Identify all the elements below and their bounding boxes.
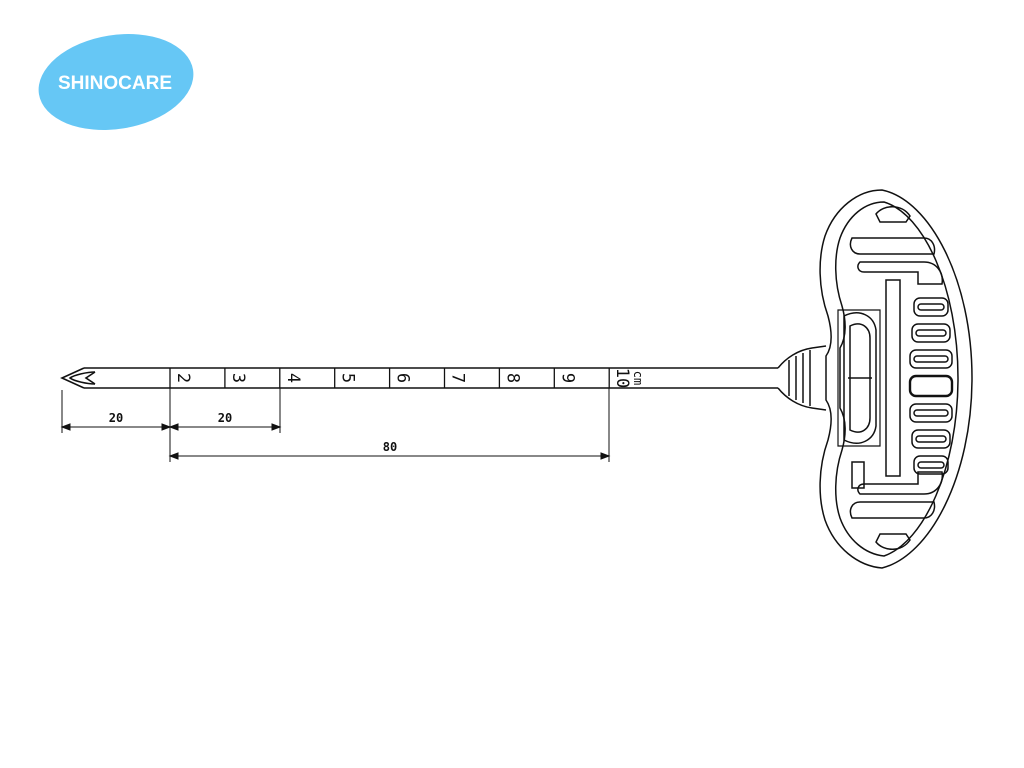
scale-number: 8 bbox=[502, 373, 522, 383]
scale-number: 9 bbox=[557, 373, 577, 383]
dim-label-segment: 20 bbox=[218, 411, 232, 425]
scale-number: 7 bbox=[448, 373, 468, 383]
t-handle bbox=[819, 189, 973, 569]
dim-label-graduated: 80 bbox=[383, 440, 397, 454]
needle-shaft bbox=[84, 367, 778, 389]
dimension-lines bbox=[60, 388, 611, 462]
scale-number: 6 bbox=[393, 373, 413, 383]
scale-unit-label: cm bbox=[631, 371, 645, 385]
scale-number: 4 bbox=[283, 373, 303, 383]
needle-hub bbox=[777, 345, 827, 411]
needle-tip bbox=[60, 367, 96, 389]
scale-number: 3 bbox=[228, 373, 248, 383]
logo-text: SHINOCARE bbox=[58, 73, 172, 94]
logo-badge bbox=[38, 34, 194, 130]
scale-number: 10 bbox=[612, 368, 632, 388]
brand-logo: SHINOCARE bbox=[38, 34, 194, 130]
scale-number: 2 bbox=[173, 373, 193, 383]
scale-number: 5 bbox=[338, 373, 358, 383]
dim-label-tip: 20 bbox=[109, 411, 123, 425]
